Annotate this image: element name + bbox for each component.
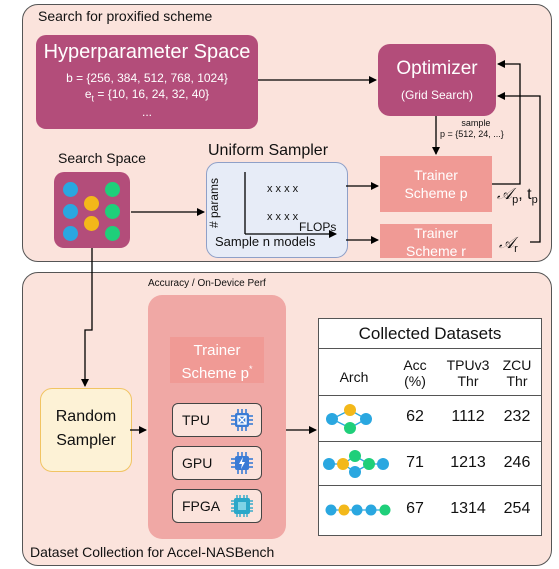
search-space-label: Search Space: [58, 150, 146, 166]
acc-value: 62: [406, 408, 424, 425]
params-axis-label: # params: [207, 177, 222, 229]
marks-row: x x x x: [267, 183, 299, 195]
collected-datasets-table: Collected Datasets Arch Acc (%) TPUv3 Th…: [318, 318, 542, 536]
hardware-fpga: FPGA: [172, 489, 262, 523]
tpu-chip-icon: [231, 409, 253, 431]
section-title-search: Search for proxified scheme: [38, 8, 213, 24]
hardware-label: GPU: [182, 455, 213, 471]
gpu-bolt-icon: [231, 452, 253, 474]
search-op-dot: [105, 226, 120, 241]
section-title-dataset: Dataset Collection for Accel-NASBench: [30, 544, 275, 560]
search-op-dot: [105, 182, 120, 197]
arch-graph-3: [325, 504, 391, 516]
optimizer-box: Optimizer (Grid Search): [378, 44, 496, 116]
optimizer-title: Optimizer: [396, 58, 478, 79]
search-op-dot: [84, 216, 99, 231]
tpu-throughput: 1213: [450, 454, 486, 471]
table-header-arch: Arch: [339, 369, 369, 385]
trainer-scheme-p-star: Trainer Scheme p*: [170, 337, 264, 383]
table-row: 62 1112 232: [319, 395, 541, 442]
optimizer-method: (Grid Search): [400, 88, 474, 102]
table-title: Collected Datasets: [319, 324, 541, 349]
table-row: 71 1213 246: [319, 441, 541, 486]
arch-graph-1: [326, 404, 372, 434]
hardware-gpu: GPU: [172, 446, 262, 480]
output-p-label: 𝒜p, tp: [497, 184, 538, 207]
sample-n-models-caption: Sample n models: [215, 234, 316, 249]
random-sampler-box: Random Sampler: [40, 388, 132, 472]
fpga-chip-icon: [231, 495, 253, 517]
search-op-dot: [105, 204, 120, 219]
tpu-throughput: 1314: [450, 500, 486, 517]
output-r-label: 𝒜r: [499, 233, 518, 256]
batch-size-values: b = {256, 384, 512, 768, 1024}: [66, 71, 228, 85]
accuracy-perf-label: Accuracy / On-Device Perf: [148, 278, 266, 289]
trainer-scheme-r: Trainer Scheme r: [380, 224, 492, 259]
zcu-throughput: 232: [503, 408, 531, 425]
table-header-zcu: ZCU Thr: [502, 357, 532, 389]
hardware-label: TPU: [182, 412, 210, 428]
search-space-box: [54, 172, 130, 248]
hyperparameter-space-title: Hyperparameter Space: [43, 41, 251, 63]
hardware-tpu: TPU: [172, 403, 262, 437]
hardware-label: FPGA: [182, 498, 221, 514]
acc-value: 67: [406, 500, 424, 517]
marks-row: x x x x: [267, 211, 299, 223]
table-header-tpuv3: TPUv3 Thr: [446, 357, 490, 389]
zcu-throughput: 254: [503, 500, 531, 517]
hardware-panel: Trainer Scheme p* TPU GPU FPGA: [148, 295, 286, 539]
search-op-dot: [63, 204, 78, 219]
trainer-scheme-p: Trainer Scheme p: [380, 156, 492, 212]
table-row: 67 1314 254: [319, 485, 541, 534]
search-op-dot: [63, 226, 78, 241]
hyperparameter-space-box: Hyperparameter Space b = {256, 384, 512,…: [36, 35, 258, 129]
epoch-values: et = {10, 16, 24, 32, 40}: [84, 87, 210, 104]
sample-note: sample p = {512, 24, ...}: [440, 118, 504, 139]
arch-graph-2: [323, 450, 389, 478]
tpu-throughput: 1112: [451, 408, 485, 425]
zcu-throughput: 246: [503, 454, 531, 471]
search-op-dot: [84, 196, 99, 211]
uniform-sampler-box: # params x x x x x x x x FLOPs Sample n …: [206, 162, 348, 258]
more-values-ellipsis: ...: [141, 105, 152, 119]
table-header-acc: Acc (%): [403, 357, 427, 389]
search-op-dot: [63, 182, 78, 197]
acc-value: 71: [406, 454, 424, 471]
uniform-sampler-title: Uniform Sampler: [208, 142, 329, 159]
flops-axis-label: FLOPs: [299, 220, 337, 234]
